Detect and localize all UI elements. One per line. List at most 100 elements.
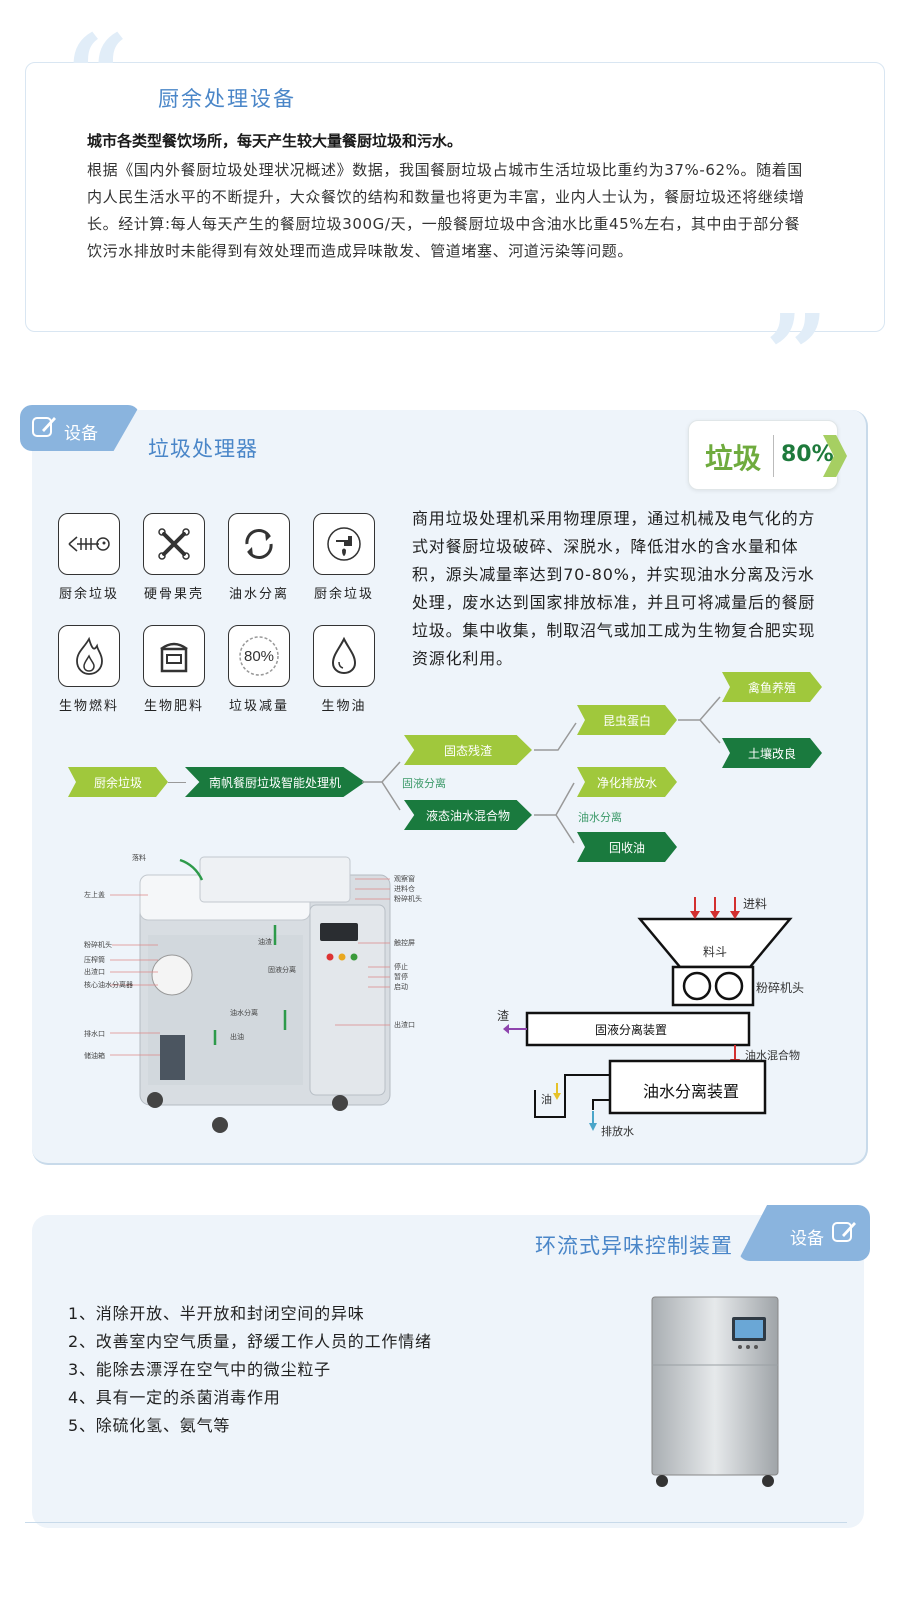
list-item: 2、改善室内空气质量，舒缓工作人员的工作情绪 <box>68 1332 432 1351</box>
processor-title: 垃圾处理器 <box>148 437 258 461</box>
flow-branch <box>678 696 721 744</box>
flow-node-solid: 固态残渣 <box>404 735 532 765</box>
diagram-label-solid-liquid: 固液分离装置 <box>595 1023 668 1037</box>
machine-label: 核心油水分离器 <box>84 981 133 989</box>
machine-label: 出渣口 <box>394 1021 415 1029</box>
diagram-label-drain: 排放水 <box>601 1125 634 1138</box>
machine-label: 启动 <box>394 983 408 991</box>
icon-item: 油水分离 <box>228 513 292 602</box>
machine-illustration: 落料 左上盖 粉碎机头 压榨筒 出渣口 核心油水分离器 排水口 储油箱 观察窗 … <box>80 845 425 1140</box>
flow-branch <box>534 782 575 844</box>
intro-card <box>25 62 885 332</box>
diagram-label-crusher: 粉碎机头 <box>756 981 805 995</box>
crossed-bones-icon <box>143 513 205 575</box>
machine-label: 暂停 <box>394 973 408 981</box>
flow-node-insect: 昆虫蛋白 <box>577 705 677 735</box>
icon-item: 厨余垃圾 <box>313 513 377 602</box>
odor-feature-list: 1、消除开放、半开放和封闭空间的异味 2、改善室内空气质量，舒缓工作人员的工作情… <box>68 1300 432 1440</box>
icon-item: 生物燃料 <box>58 625 122 714</box>
icon-label: 厨余垃圾 <box>313 587 374 602</box>
flow-label-oil-split: 油水分离 <box>578 811 622 824</box>
machine-label: 落料 <box>132 854 146 862</box>
icon-label: 生物燃料 <box>58 699 119 714</box>
diagram-label-residue: 渣 <box>497 1009 510 1023</box>
odor-title: 环流式异味控制装置 <box>535 1234 733 1258</box>
badge-word: 垃圾 <box>705 442 762 475</box>
diagram-label-mixture: 油水混合物 <box>745 1049 800 1062</box>
flow-node-machine: 南帆餐厨垃圾智能处理机 <box>185 767 365 797</box>
close-quote-icon: ” <box>765 290 829 419</box>
separation-diagram: 进料 料斗 粉碎机头 渣 固液分离装置 油水混合物 油水分离装置 油 排放水 <box>495 895 815 1145</box>
machine-label: 排水口 <box>84 1030 105 1038</box>
flow-node-clean-water: 净化排放水 <box>577 767 677 797</box>
edit-icon <box>30 413 58 441</box>
machine-label: 左上盖 <box>84 891 105 899</box>
flame-icon <box>58 625 120 687</box>
tap-drop-icon <box>313 513 375 575</box>
icon-item: 厨余垃圾 <box>58 513 122 602</box>
badge-value: 80% <box>781 442 834 467</box>
percent-circle-icon: 80% <box>228 625 290 687</box>
reduction-badge: 垃圾 80% <box>688 420 847 490</box>
odor-device-image <box>650 1295 780 1490</box>
edit-icon <box>830 1218 858 1246</box>
svg-text:80%: 80% <box>244 648 274 665</box>
open-quote-icon: “ <box>66 10 130 139</box>
machine-label: 粉碎机头 <box>394 895 422 903</box>
intro-section: “ 厨余处理设备 城市各类型餐饮场所，每天产生较大量餐厨垃圾和污水。 根据《国内… <box>0 0 908 410</box>
flow-node-input: 厨余垃圾 <box>68 767 168 797</box>
diagram-label-in: 进料 <box>743 897 768 911</box>
list-item: 1、消除开放、半开放和封闭空间的异味 <box>68 1304 365 1323</box>
intro-body: 根据《国内外餐厨垃圾处理状况概述》数据，我国餐厨垃圾占城市生活垃圾比重约为37%… <box>87 161 805 260</box>
machine-label: 出渣口 <box>84 968 105 976</box>
icon-item: 生物肥料 <box>143 625 207 714</box>
icon-item: 硬骨果壳 <box>143 513 207 602</box>
device-tag-label: 设备 <box>64 424 98 444</box>
machine-label: 储油箱 <box>84 1052 105 1060</box>
icon-label: 硬骨果壳 <box>143 587 204 602</box>
oil-drop-icon <box>313 625 375 687</box>
flow-node-liquid: 液态油水混合物 <box>404 800 532 830</box>
machine-label: 进料仓 <box>394 885 415 893</box>
recycle-arrows-icon <box>228 513 290 575</box>
odor-panel-divider <box>25 1522 847 1523</box>
machine-label: 停止 <box>394 963 408 971</box>
diagram-label-hopper: 料斗 <box>703 945 728 959</box>
fertilizer-bin-icon <box>143 625 205 687</box>
machine-label: 触控屏 <box>394 939 415 947</box>
list-item: 5、除硫化氢、氨气等 <box>68 1416 231 1435</box>
machine-label: 出油 <box>230 1033 244 1041</box>
device-tag-right-label: 设备 <box>790 1229 824 1249</box>
machine-label: 压榨筒 <box>84 956 105 964</box>
machine-label: 油渣 <box>258 938 272 946</box>
flow-connector <box>168 782 186 783</box>
icon-item: 80% 垃圾减量 <box>228 625 292 714</box>
flow-branch <box>362 761 401 811</box>
icon-label: 生物油 <box>321 699 367 714</box>
flow-node-oil: 回收油 <box>577 832 677 862</box>
flow-branch <box>534 722 577 751</box>
list-item: 3、能除去漂浮在空气中的微尘粒子 <box>68 1360 331 1379</box>
icon-label: 生物肥料 <box>143 699 204 714</box>
flow-node-soil: 土壤改良 <box>722 738 822 768</box>
intro-title: 厨余处理设备 <box>158 87 296 111</box>
machine-label: 粉碎机头 <box>84 941 112 949</box>
badge-divider <box>773 435 774 477</box>
flow-node-poultry: 禽鱼养殖 <box>722 672 822 702</box>
fish-bone-icon <box>58 513 120 575</box>
garbage-processor-section: 设备 垃圾处理器 垃圾 80% 厨余垃圾 硬骨果壳 油水分离 厨余垃圾 <box>0 395 908 1175</box>
icon-label: 油水分离 <box>228 587 289 602</box>
list-item: 4、具有一定的杀菌消毒作用 <box>68 1388 281 1407</box>
processor-description: 商用垃圾处理机采用物理原理，通过机械及电气化的方式对餐厨垃圾破碎、深脱水，降低泔… <box>412 509 816 668</box>
machine-label: 观察窗 <box>394 875 415 883</box>
machine-label: 油水分离 <box>230 1009 258 1017</box>
flow-label-split: 固液分离 <box>402 777 446 790</box>
intro-lead: 城市各类型餐饮场所，每天产生较大量餐厨垃圾和污水。 <box>87 132 463 150</box>
icon-item: 生物油 <box>313 625 377 714</box>
odor-control-section: 设备 环流式异味控制装置 1、消除开放、半开放和封闭空间的异味 2、改善室内空气… <box>0 1200 908 1600</box>
icon-label: 厨余垃圾 <box>58 587 119 602</box>
diagram-label-oil: 油 <box>541 1093 552 1106</box>
diagram-label-oil-water: 油水分离装置 <box>643 1082 740 1101</box>
machine-label: 固液分离 <box>268 966 296 974</box>
icon-label: 垃圾减量 <box>228 699 289 714</box>
